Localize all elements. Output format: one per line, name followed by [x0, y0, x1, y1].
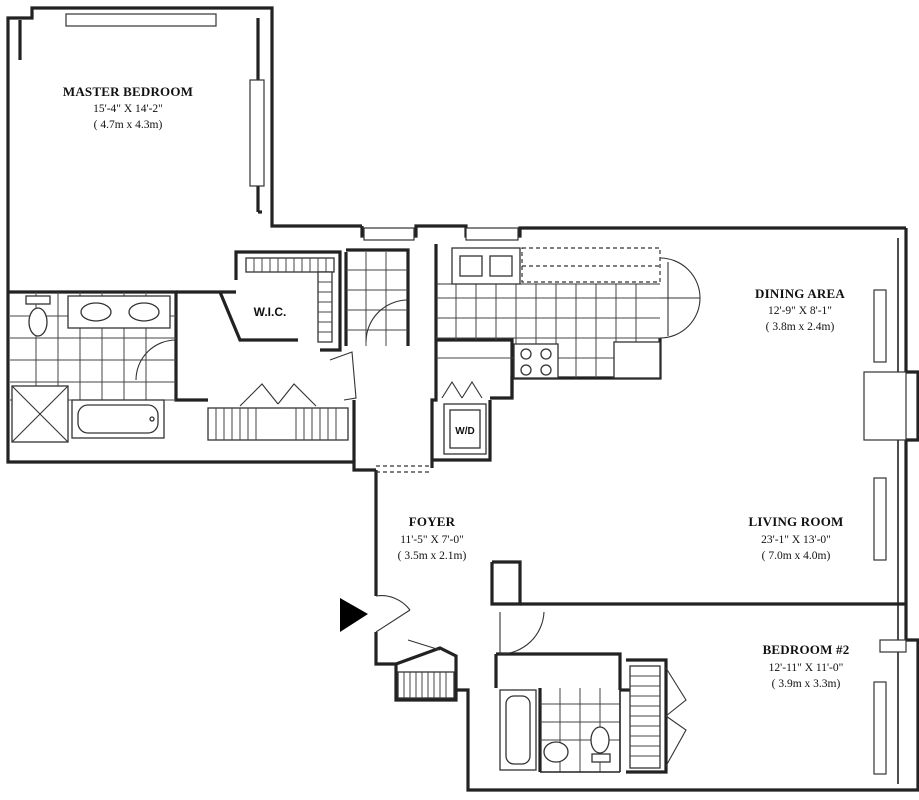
- master-bath: [10, 292, 177, 443]
- bedroom2-bath: [499, 688, 621, 773]
- interior-walls: [8, 244, 906, 772]
- room-dim-m: ( 3.5m x 2.1m): [398, 550, 467, 562]
- room-dim-m: ( 7.0m x 4.0m): [762, 550, 831, 562]
- room-name: LIVING ROOM: [748, 514, 843, 529]
- label-foyer: FOYER 11'-5" X 7'-0" ( 3.5m x 2.1m): [398, 514, 467, 562]
- bedroom2-closet: [626, 658, 687, 774]
- entry-door: [375, 595, 411, 633]
- room-dim-ft: 23'-1" X 13'-0": [761, 534, 831, 546]
- hall-closet: [207, 383, 349, 441]
- wd-label: W/D: [455, 426, 474, 437]
- room-dim-ft: 12'-9" X 8'-1": [768, 305, 832, 317]
- label-master-bedroom: MASTER BEDROOM 15'-4" X 14'-2" ( 4.7m x …: [63, 84, 193, 131]
- linen-closet: [346, 252, 409, 346]
- kitchen: [436, 247, 701, 455]
- room-name: DINING AREA: [755, 286, 845, 301]
- room-name: MASTER BEDROOM: [63, 84, 193, 99]
- room-dim-ft: 11'-5" X 7'-0": [400, 534, 464, 546]
- room-dim-ft: 15'-4" X 14'-2": [93, 103, 163, 115]
- room-dim-m: ( 3.9m x 3.3m): [772, 678, 841, 690]
- windows: [65, 13, 907, 775]
- label-bedroom-2: BEDROOM #2 12'-11" X 11'-0" ( 3.9m x 3.3…: [763, 642, 850, 690]
- walk-in-closet: [245, 257, 335, 343]
- label-dining-area: DINING AREA 12'-9" X 8'-1" ( 3.8m x 2.4m…: [755, 286, 845, 333]
- room-dim-ft: 12'-11" X 11'-0": [769, 662, 844, 674]
- room-dim-m: ( 4.7m x 4.3m): [94, 119, 163, 131]
- label-living-room: LIVING ROOM 23'-1" X 13'-0" ( 7.0m x 4.0…: [748, 514, 843, 562]
- room-name: FOYER: [409, 514, 456, 529]
- foyer-closet: [394, 639, 458, 702]
- room-name: BEDROOM #2: [763, 642, 850, 657]
- entry-arrow-icon: [340, 598, 368, 632]
- room-dim-m: ( 3.8m x 2.4m): [766, 321, 835, 333]
- wic-label: W.I.C.: [254, 305, 287, 319]
